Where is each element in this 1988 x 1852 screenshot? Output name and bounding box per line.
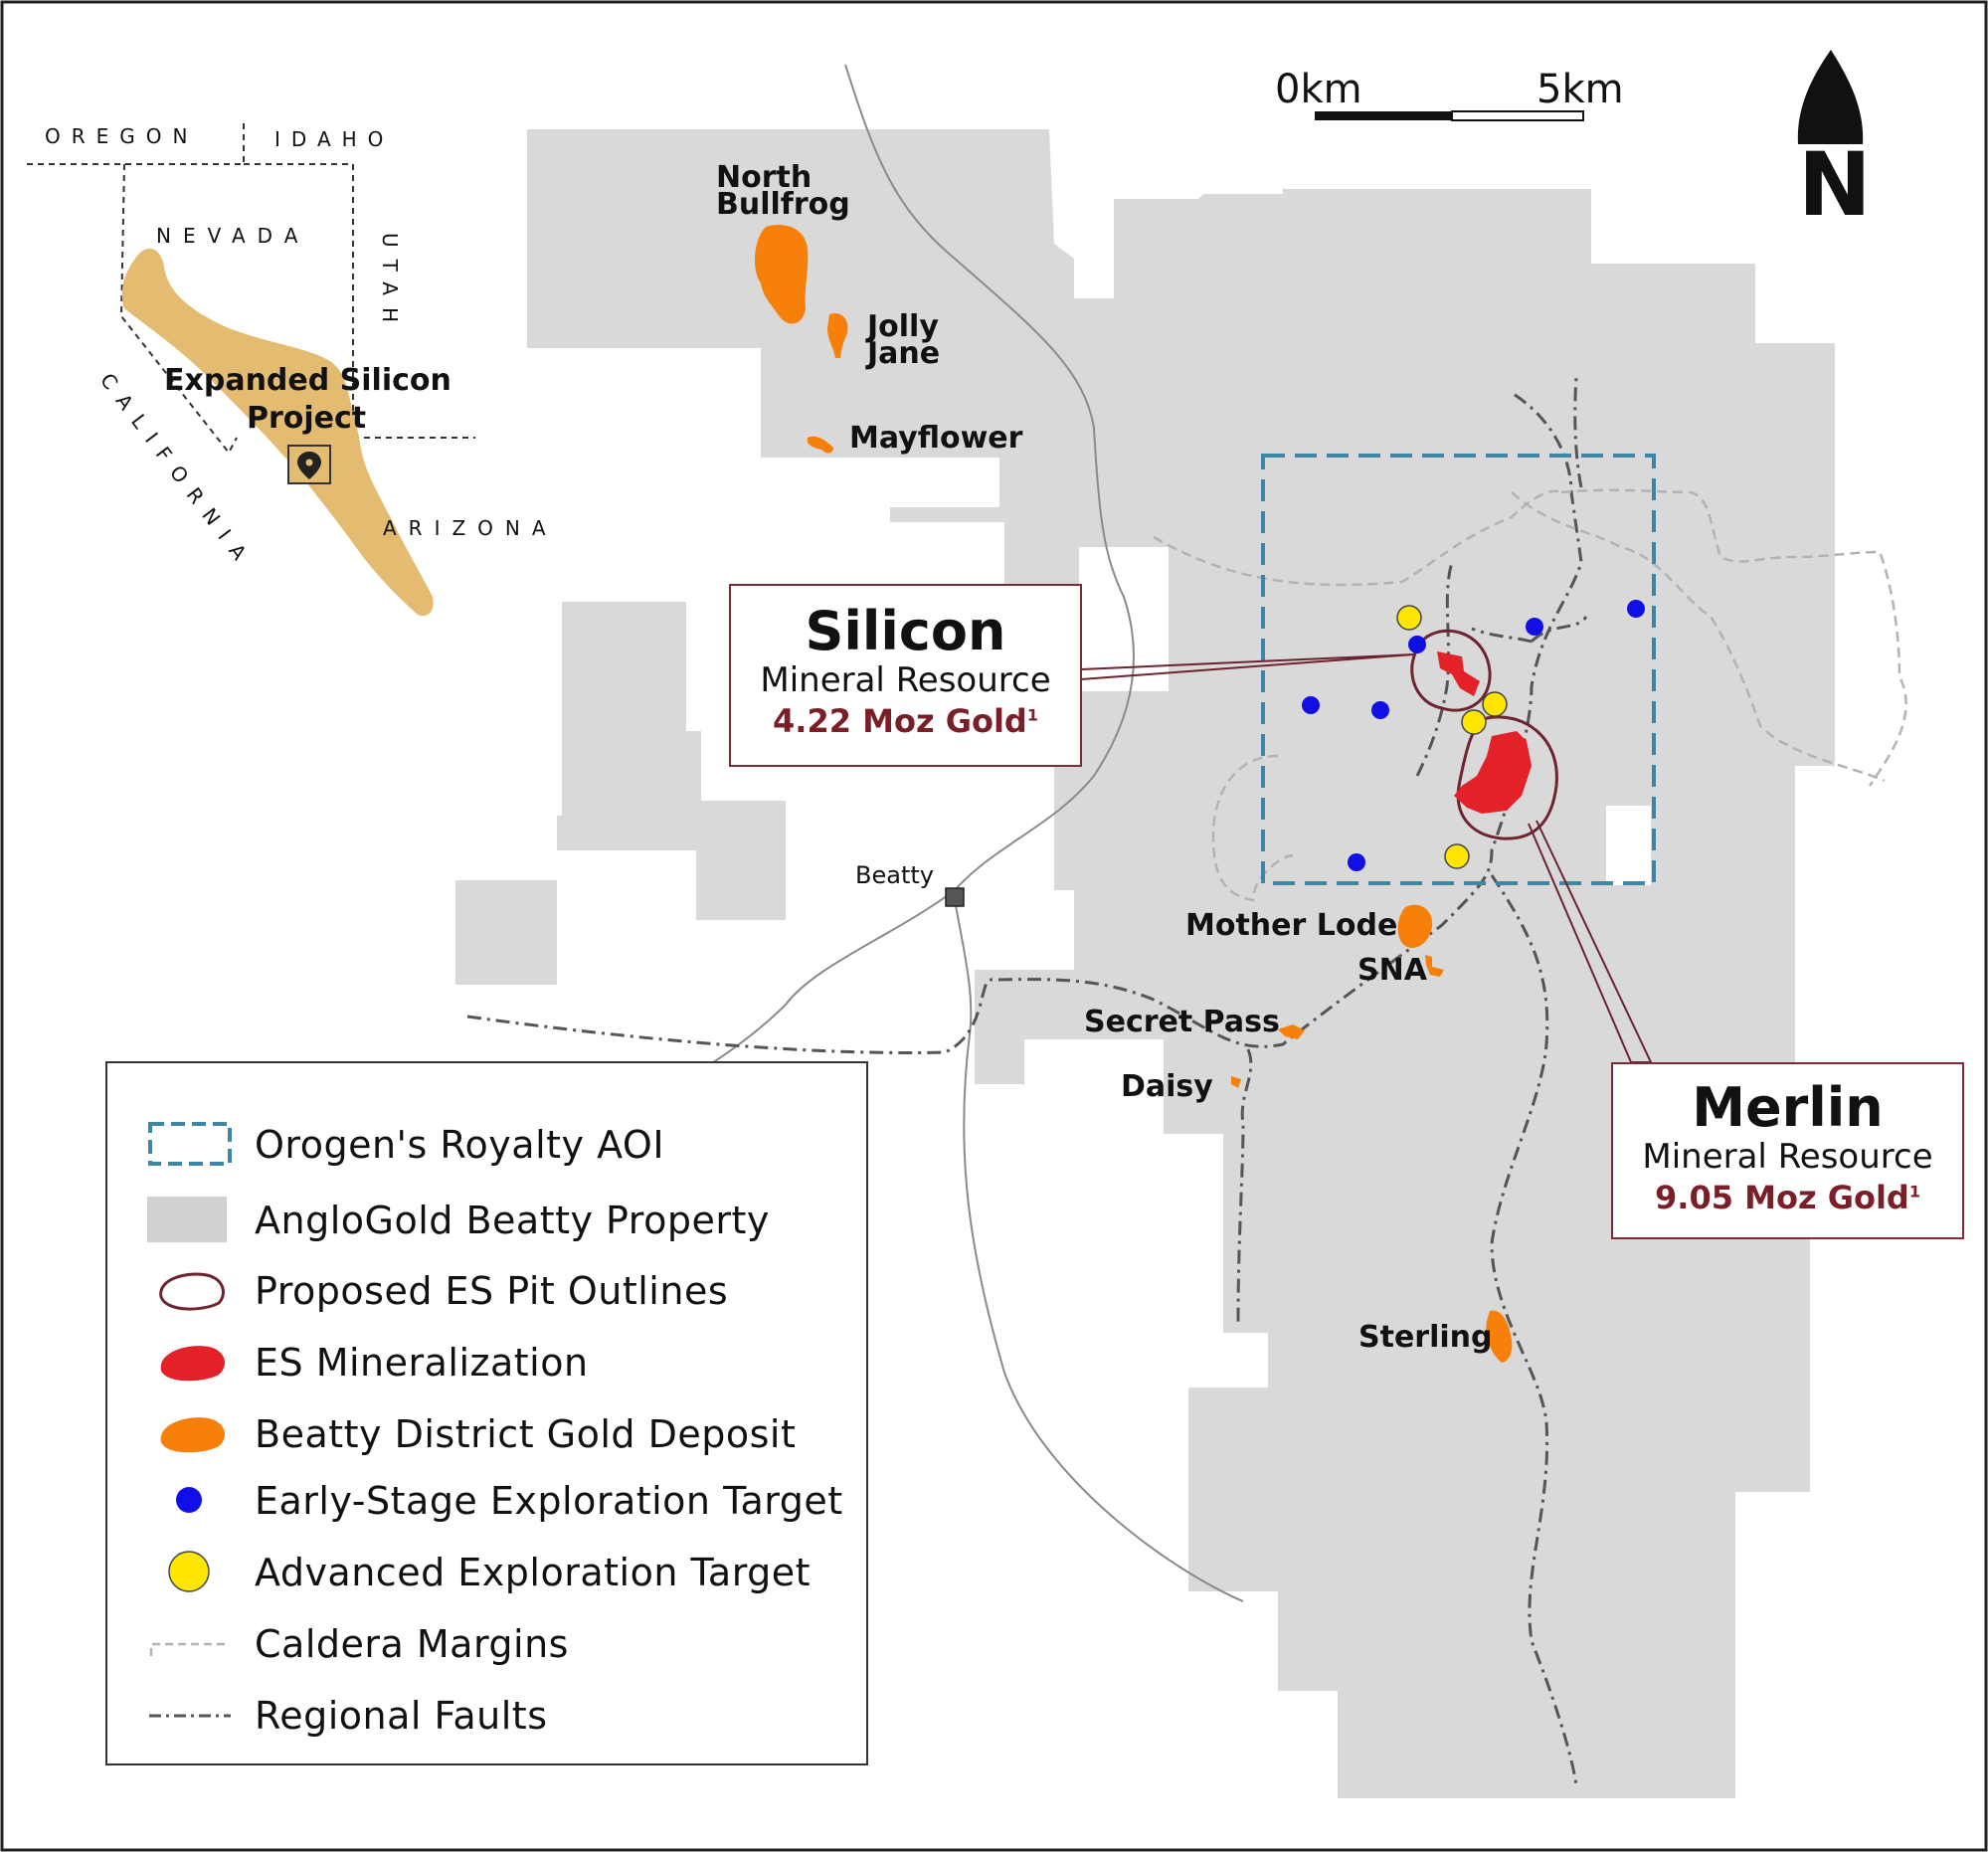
merlin-callout-value-row: 9.05 Moz Gold1 (1613, 1178, 1962, 1219)
early-stage-target (1408, 636, 1426, 653)
orogen-royalty-aoi (1261, 454, 1656, 885)
inset-project-area (121, 248, 434, 617)
early-stage-target (1348, 853, 1365, 871)
early-stage-target (1371, 701, 1389, 719)
grey-area-icon (147, 1197, 227, 1242)
caldera-margins (1153, 488, 1907, 902)
inset-state-borders (27, 121, 475, 482)
mayflower-label: Mayflower (849, 421, 1023, 456)
inset-arizona-label: ARIZONA (383, 516, 558, 540)
legend-item-aoi: Orogen's Royalty AOI (107, 1113, 863, 1173)
red-blob-icon (160, 1346, 225, 1382)
legend-label: Beatty District Gold Deposit (255, 1412, 797, 1456)
north-bullfrog-label-line1: North (716, 160, 812, 195)
legend-label: Early-Stage Exploration Target (255, 1479, 843, 1523)
mayflower-deposit (807, 436, 833, 454)
merlin-callout-title: Merlin (1692, 1076, 1884, 1139)
advanced-target (1461, 709, 1487, 735)
orange-blob-icon (160, 1417, 225, 1453)
daisy-deposit (1231, 1076, 1241, 1088)
regional-faults (466, 377, 1588, 1786)
sterling-deposit (1486, 1310, 1513, 1363)
legend-label: Advanced Exploration Target (255, 1551, 812, 1594)
silicon-callout-footnote: 1 (1026, 705, 1038, 725)
pit-outline-icon (159, 1272, 225, 1311)
silicon-callout-value: 4.22 Moz Gold (773, 702, 1027, 741)
silicon-callout-value-row: 4.22 Moz Gold1 (731, 701, 1080, 743)
legend-item-faults: Regional Faults (107, 1684, 863, 1744)
silicon-callout-subtitle: Mineral Resource (760, 660, 1051, 701)
merlin-pit-outline (1456, 715, 1558, 840)
legend-label: Caldera Margins (255, 1622, 569, 1666)
merlin-mineralization (1454, 731, 1532, 814)
silicon-pit-outline (1410, 629, 1492, 712)
advanced-targets (1396, 605, 1508, 869)
legend-item-mineralization: ES Mineralization (107, 1331, 863, 1390)
secret-pass-deposit (1278, 1024, 1305, 1039)
fault-line-icon (149, 1714, 231, 1718)
anglogold-property-area (455, 129, 1835, 1798)
blue-dot-icon (176, 1487, 202, 1513)
dashed-rectangle-icon (148, 1122, 232, 1166)
advanced-target (1444, 843, 1470, 869)
early-stage-targets (1302, 600, 1645, 871)
legend-label: Regional Faults (255, 1694, 548, 1738)
scale-bar-start-label: 0km (1275, 67, 1362, 112)
mother-lode-deposit (1397, 904, 1433, 949)
beatty-label: Beatty (855, 861, 934, 889)
legend-item-early-stage: Early-Stage Exploration Target (107, 1469, 863, 1529)
early-stage-target (1526, 618, 1543, 636)
advanced-target (1396, 605, 1422, 631)
deposit-labels: North Bullfrog Jolly Jane Mayflower Moth… (716, 160, 1493, 1355)
legend-item-gold-deposit: Beatty District Gold Deposit (107, 1402, 863, 1462)
legend-label: Orogen's Royalty AOI (255, 1123, 665, 1167)
inset-project-label-line2: Project (247, 401, 366, 436)
jolly-jane-label-line2: Jane (865, 336, 940, 371)
north-arrow-icon: N (1797, 50, 1872, 236)
mother-lode-label: Mother Lode (1185, 908, 1397, 943)
jolly-jane-deposit (827, 312, 848, 358)
silicon-callout: Silicon Mineral Resource 4.22 Moz Gold1 (729, 584, 1082, 767)
inset-project-label-line1: Expanded Silicon (164, 363, 452, 398)
early-stage-target (1627, 600, 1645, 618)
sterling-label: Sterling (1358, 1320, 1493, 1355)
secret-pass-label: Secret Pass (1084, 1005, 1280, 1039)
daisy-label: Daisy (1121, 1069, 1213, 1104)
north-arrow-label: N (1798, 133, 1872, 236)
north-bullfrog-label-line2: Bullfrog (716, 187, 850, 222)
beatty-town-marker (945, 887, 965, 907)
legend-item-property: AngloGold Beatty Property (107, 1189, 863, 1248)
legend-label: ES Mineralization (255, 1341, 589, 1385)
inset-nevada-label: NEVADA (156, 224, 309, 248)
merlin-callout-subtitle: Mineral Resource (1642, 1137, 1933, 1178)
scale-bar-end-label: 5km (1536, 67, 1624, 112)
merlin-callout-value: 9.05 Moz Gold (1655, 1179, 1909, 1217)
legend-item-advanced: Advanced Exploration Target (107, 1541, 863, 1600)
legend-item-caldera: Caldera Margins (107, 1612, 863, 1672)
sna-label: SNA (1357, 953, 1428, 988)
inset-oregon-label: OREGON (45, 124, 198, 148)
scale-bar-white-segment (1451, 110, 1584, 121)
merlin-callout: Merlin Mineral Resource 9.05 Moz Gold1 (1611, 1062, 1964, 1239)
early-stage-target (1302, 696, 1320, 714)
sna-deposit (1425, 955, 1444, 977)
silicon-callout-title: Silicon (805, 600, 1006, 662)
silicon-mineralization (1437, 651, 1480, 696)
jolly-jane-label-line1: Jolly (865, 309, 939, 344)
inset-idaho-label: IDAHO (274, 127, 394, 151)
advanced-target (1482, 691, 1508, 717)
legend-item-pit-outlines: Proposed ES Pit Outlines (107, 1259, 863, 1319)
scale-bar: 0km 5km (1275, 67, 1624, 121)
north-bullfrog-deposit (754, 225, 809, 324)
legend-label: Proposed ES Pit Outlines (255, 1269, 729, 1313)
inset-utah-label: UTAH (378, 233, 402, 334)
legend-label: AngloGold Beatty Property (255, 1199, 770, 1242)
map-legend: Orogen's Royalty AOI AngloGold Beatty Pr… (105, 1061, 868, 1765)
yellow-dot-icon (168, 1551, 210, 1592)
merlin-callout-footnote: 1 (1908, 1182, 1920, 1202)
silicon-leader-line (1080, 653, 1415, 680)
scale-bar-black-segment (1315, 111, 1452, 120)
caldera-line-icon (149, 1642, 227, 1656)
gold-deposits (754, 225, 1513, 1363)
